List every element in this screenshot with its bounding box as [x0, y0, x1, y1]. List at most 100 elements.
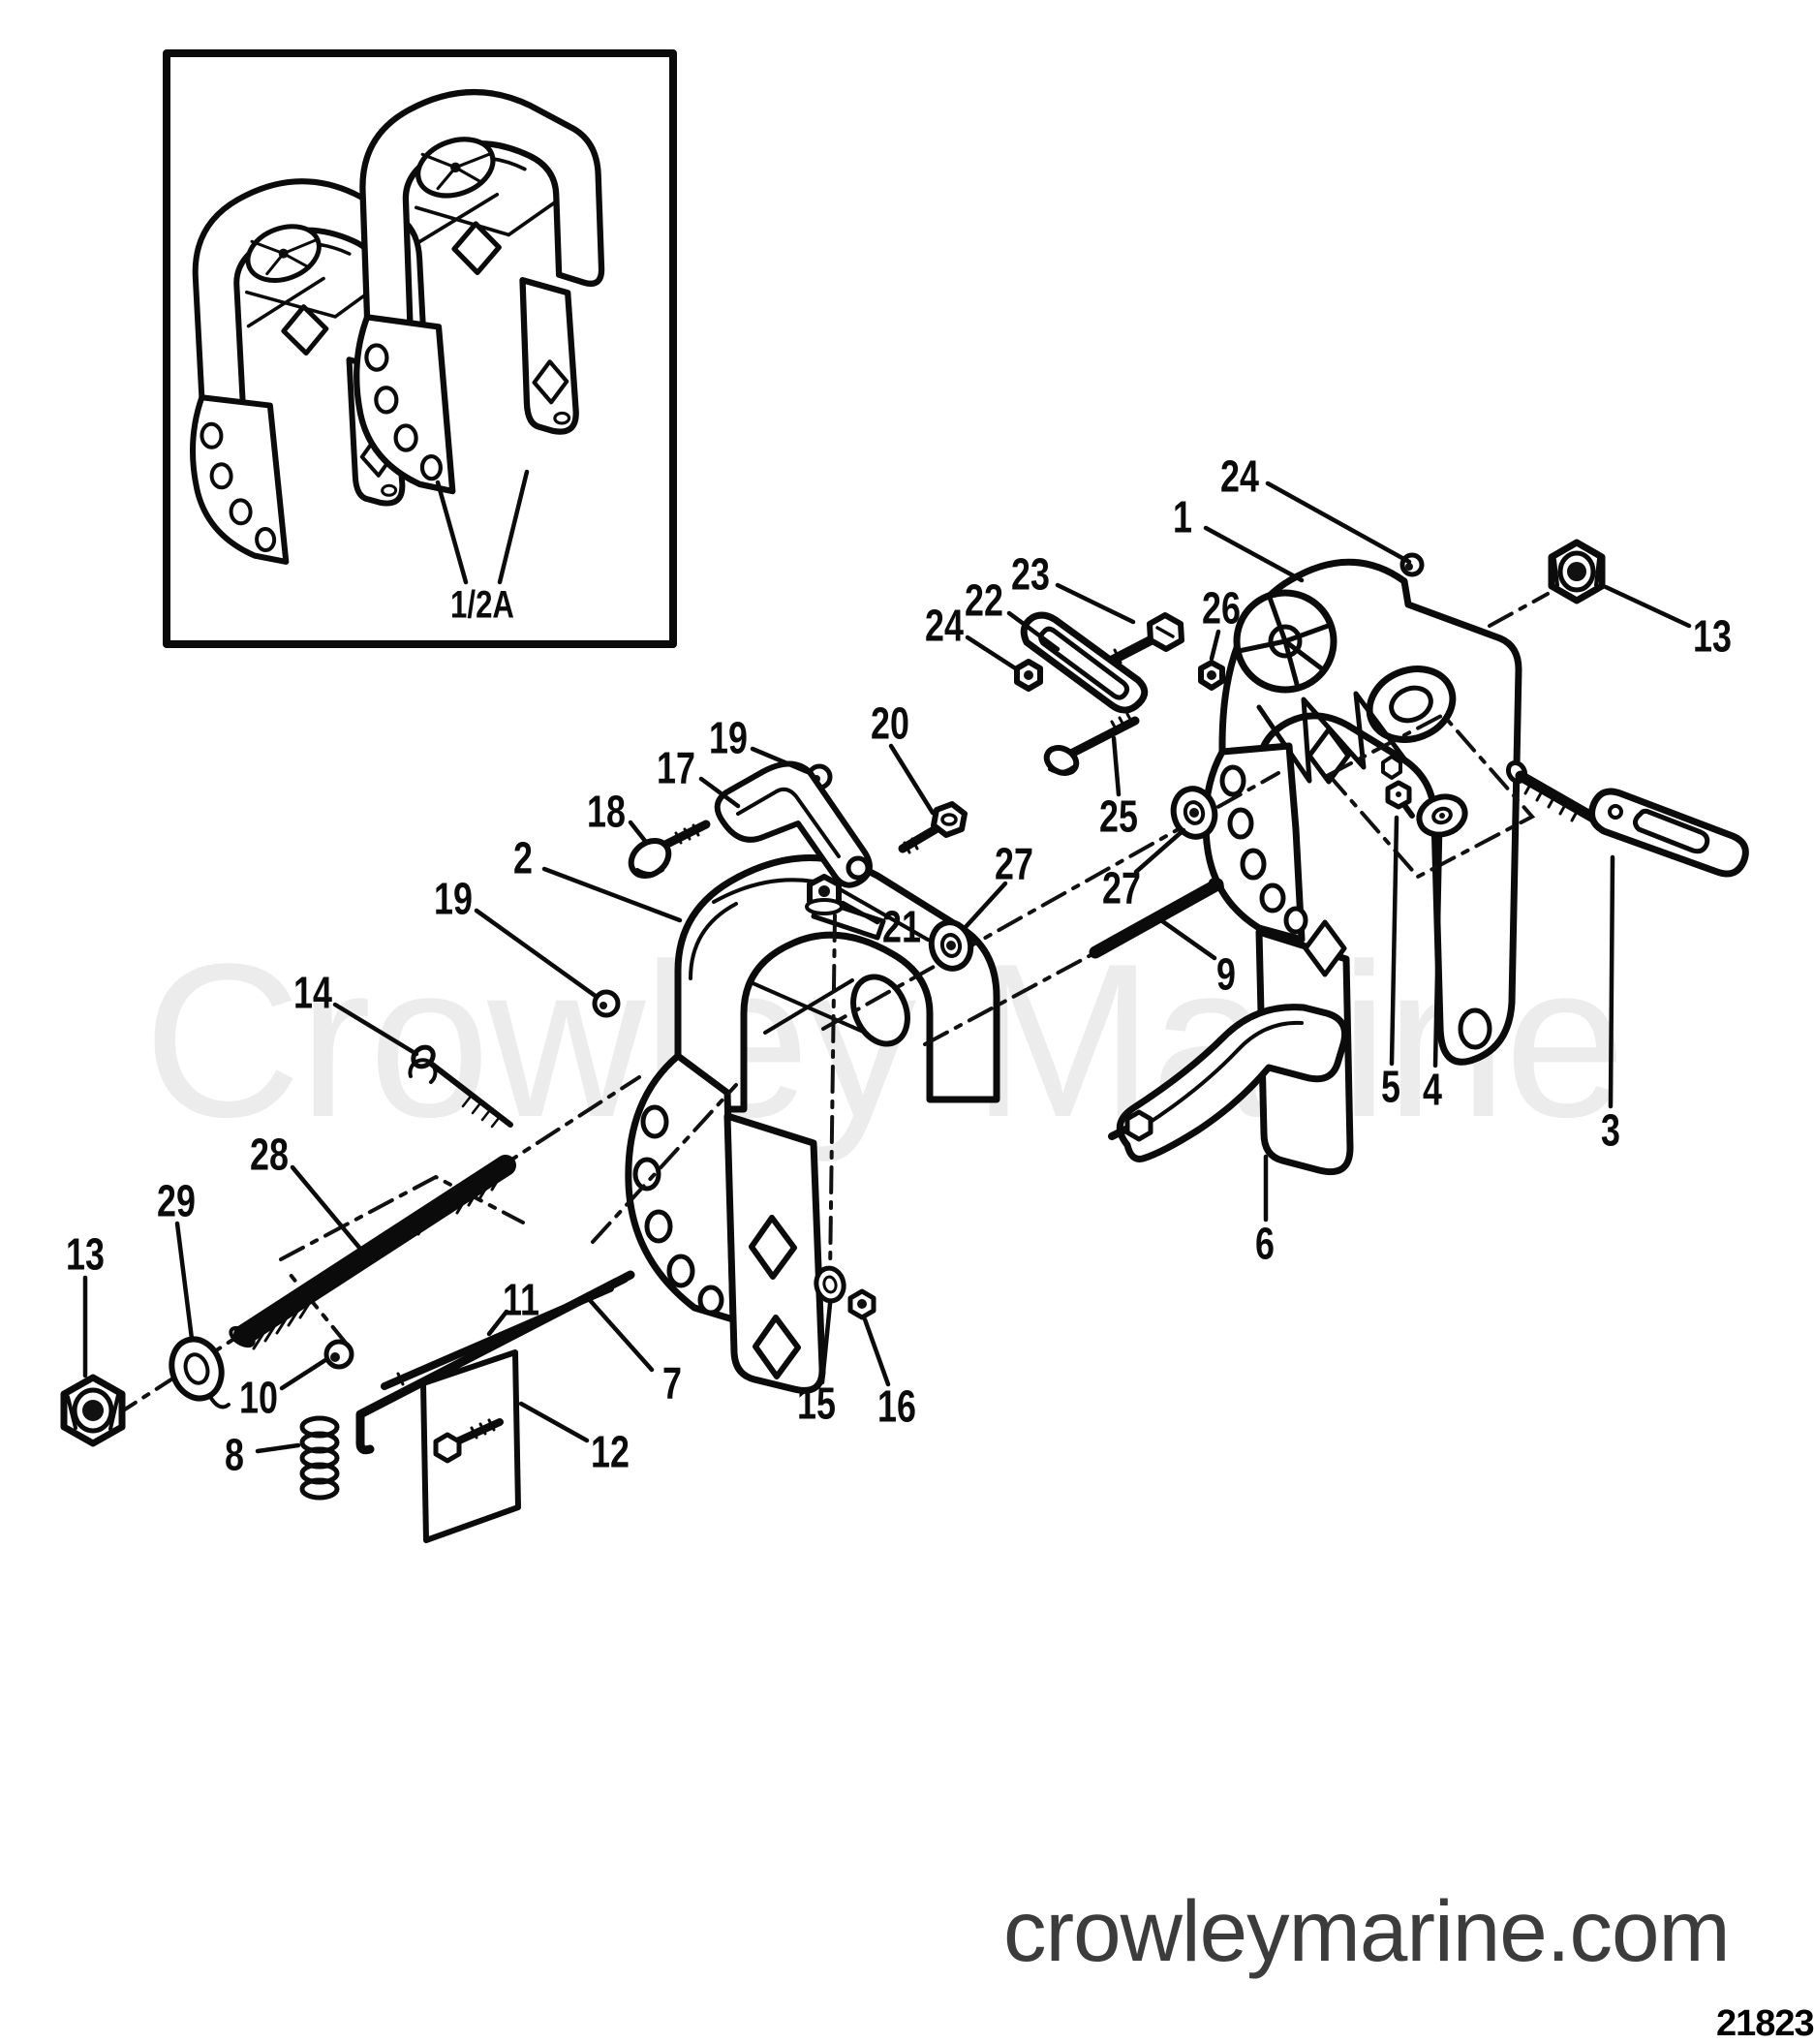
callout-label: 23: [1011, 549, 1050, 599]
part-4-washer-drawing: [1416, 793, 1468, 838]
callout-label: 19: [709, 713, 748, 762]
callout-label: 17: [657, 743, 695, 792]
part-21-nut-drawing: [805, 874, 844, 915]
leader-line: [962, 881, 1008, 931]
callout-label: 11: [503, 1275, 539, 1324]
leader-line: [1006, 610, 1061, 652]
part-17-clamp-lever-drawing: [714, 760, 873, 888]
part-26-nut-drawing: [1198, 660, 1225, 691]
leader-line: [474, 908, 600, 1000]
callout-label: 20: [871, 698, 909, 748]
callout-label: 26: [1202, 583, 1241, 633]
callout-label: 19: [434, 874, 473, 923]
part-27-washer-drawing-right: [1170, 786, 1218, 840]
leader-line: [486, 1309, 509, 1337]
inset-border: [163, 49, 677, 648]
leader-line: [279, 1357, 328, 1391]
leader-line: [586, 1296, 655, 1373]
leader-line: [750, 746, 811, 775]
callout-label: 25: [1099, 791, 1138, 841]
callout-label: 14: [293, 968, 332, 1017]
leader-line: [435, 480, 469, 585]
callout-label: 27: [1102, 863, 1141, 913]
leader-line: [1203, 525, 1305, 583]
leader-line: [965, 635, 1020, 672]
leader-line: [1389, 815, 1399, 1067]
leader-line: [1608, 854, 1615, 1109]
leader-line: [862, 1316, 891, 1387]
leader-line: [255, 1442, 301, 1454]
leader-line: [332, 1002, 419, 1057]
part-29-washer-drawing: [169, 1336, 231, 1409]
part-28-tilt-rod-drawing: [229, 1155, 516, 1350]
part-6-transom-pad-drawing: [1108, 1004, 1349, 1162]
callout-label: 8: [225, 1430, 244, 1479]
callout-label: 3: [1601, 1105, 1620, 1155]
callout-label: 15: [797, 1378, 836, 1428]
part-8-spring-drawing: [299, 1415, 340, 1501]
part-25-bolt-drawing: [1043, 712, 1140, 776]
callout-label: 5: [1381, 1062, 1400, 1111]
callout-label: 18: [587, 787, 626, 836]
callout-label: 7: [662, 1358, 682, 1408]
leader-line: [1603, 584, 1692, 629]
part-5-screw-drawing: [1385, 780, 1415, 819]
part-10-ball-drawing: [323, 1339, 354, 1370]
callout-label: 28: [250, 1130, 289, 1179]
callout-label: 13: [1693, 611, 1732, 661]
leader-line: [628, 820, 648, 844]
callout-label: 1: [1173, 492, 1192, 542]
part-22-link-drawing: [1020, 611, 1149, 714]
callout-label: 1/2A: [450, 583, 514, 627]
leader-line: [1133, 827, 1186, 875]
callout-label: 27: [995, 839, 1033, 888]
document-number: 21823: [1716, 2003, 1814, 2044]
part-14-screw-drawing: [408, 1044, 513, 1129]
part-7-link-rod-drawing: [355, 1270, 635, 1455]
callout-label: 12: [591, 1427, 630, 1476]
part-18-bolt-drawing: [628, 820, 711, 880]
leader-line: [1155, 915, 1217, 961]
leader-line: [1111, 735, 1122, 797]
part-15-washer-drawing: [814, 1265, 846, 1304]
part-12-screw-kit-drawing: [420, 1349, 521, 1543]
leader-line: [1209, 629, 1221, 662]
part-20-bolt-drawing: [898, 801, 968, 854]
inset-panel: [163, 49, 677, 648]
leader-line: [1432, 832, 1443, 1068]
leader-line: [1265, 480, 1412, 565]
part-2-clamp-bracket-drawing: [625, 854, 1000, 1394]
part-13-nut-drawing-left: [60, 1374, 126, 1447]
callout-label: 4: [1423, 1065, 1442, 1114]
part-13-nut-drawing-right: [1548, 539, 1606, 604]
part-3-tilt-lever-drawing: [1505, 759, 1749, 878]
part-16-nut-drawing: [847, 1288, 876, 1320]
callout-label: 24: [925, 601, 964, 650]
callout-label: 6: [1255, 1219, 1275, 1268]
leader-line: [541, 866, 683, 923]
part-24-nut-drawing-left: [1014, 659, 1043, 692]
leader-line: [518, 1401, 590, 1443]
callout-label: 21: [882, 902, 921, 951]
leader-line: [174, 1221, 195, 1342]
leader-line: [497, 469, 530, 585]
callout-label: 16: [877, 1381, 916, 1431]
callout-label: 13: [66, 1229, 105, 1279]
leader-line: [290, 1164, 363, 1252]
part-19-ball-drawing-left: [592, 989, 621, 1018]
leader-line: [888, 743, 936, 816]
leader-line: [840, 900, 880, 925]
callout-label: 2: [513, 833, 533, 883]
inset-bracket-drawing-right: [347, 88, 609, 495]
callout-label: 22: [965, 575, 1003, 625]
part-27-washer-drawing-left: [928, 919, 974, 972]
leader-line: [1055, 582, 1136, 625]
leader-line: [819, 1301, 833, 1385]
callout-label: 10: [239, 1373, 278, 1422]
callout-label: 24: [1220, 451, 1259, 501]
leader-line: [698, 776, 741, 809]
site-url-text: crowleymarine.com: [1003, 1882, 1731, 1979]
